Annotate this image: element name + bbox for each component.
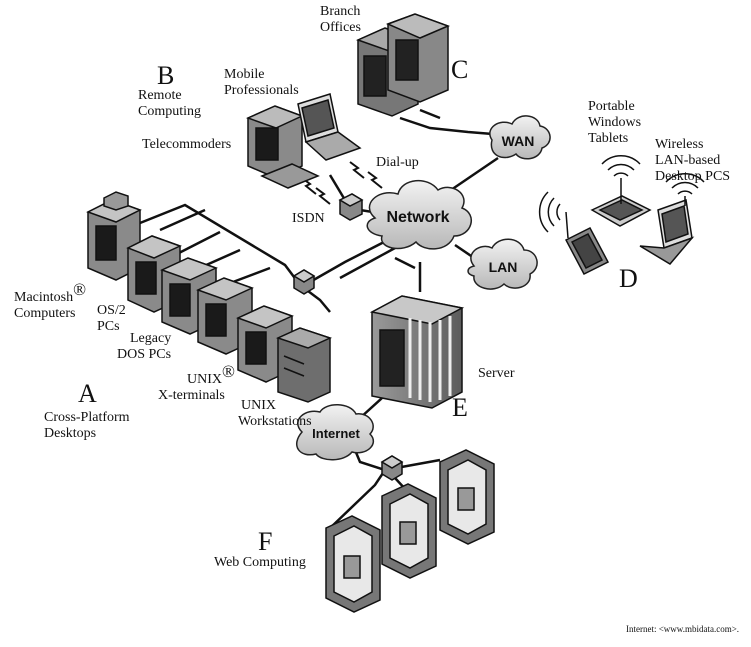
unix-workstations-label: UNIX Workstations [238,398,312,430]
wireless-desktop-line2: LAN-based [655,153,721,168]
letter-c: C [451,55,469,84]
unix-xterm-line2: X-terminals [158,388,225,403]
wan-cloud-label: WAN [502,133,535,149]
mobile-laptop [297,93,362,161]
macintosh-registered-mark: ® [73,280,87,299]
os2-line2: PCs [97,319,120,334]
letter-d: D [619,264,638,293]
web-hub-box [380,455,404,481]
unix-workstation [236,305,333,403]
lan-cloud-label: LAN [489,259,518,275]
letter-f: F [258,527,273,556]
letter-a: A [78,379,97,408]
unix-xterm-line1: UNIX [187,372,222,387]
branch-offices-label: Branch Offices [320,4,361,36]
cross-platform-label: Cross-Platform Desktops [44,410,130,442]
cross-platform-line2: Desktops [44,426,97,441]
dialup-link-icon [349,161,383,189]
cross-platform-line1: Cross-Platform [44,410,130,425]
portable-tablets-line3: Tablets [588,131,629,146]
isdn-hub-box [338,193,364,221]
web-terminal-3 [439,449,495,545]
isdn-label: ISDN [292,211,325,226]
web-computing-label: Web Computing [214,555,306,570]
remote-computing-label: Remote Computing [138,88,201,120]
server-rack [369,295,465,409]
lan-cloud [467,238,538,290]
mobile-professionals-line1: Mobile [224,67,265,82]
wireless-desktop-label: Wireless LAN-based Desktop PCS [655,137,730,185]
portable-tablets-line2: Windows [588,115,642,130]
internet-cloud-label: Internet [312,426,360,441]
remote-computing-line1: Remote [138,88,182,103]
branch-offices-line2: Offices [320,20,361,35]
telecommoder-desktop [245,105,320,189]
macintosh-line1: Macintosh [14,290,74,305]
desktop-hub-box [292,269,316,295]
macintosh-line2: Computers [14,306,76,321]
macintosh-computer [86,191,142,281]
portable-tablets-line1: Portable [588,99,635,114]
network-cloud-label: Network [386,209,449,226]
telecommoders-label: Telecommoders [142,137,232,152]
os2-line1: OS/2 [97,303,126,318]
remote-computing-line2: Computing [138,104,202,119]
legacy-dos-line2: DOS PCs [117,347,172,362]
web-terminal-1 [325,515,381,613]
branch-offices-line1: Branch [320,4,361,19]
branch-office-computers [355,13,451,117]
letter-e: E [452,393,468,422]
macintosh-label: Macintosh® Computers [14,280,87,322]
dialup-label: Dial-up [376,155,419,170]
legacy-dos-line1: Legacy [130,331,172,346]
os2-label: OS/2 PCs [97,303,126,335]
mobile-professionals-label: Mobile Professionals [224,67,299,99]
wan-cloud [489,115,551,160]
source-credit: Internet: <www.mbidata.com>. [626,624,740,634]
unix-registered-mark: ® [222,362,235,381]
mobile-professionals-line2: Professionals [224,83,299,98]
internet-cloud [296,404,375,461]
unix-workstations-line1: UNIX [241,398,276,413]
letter-b: B [157,61,175,90]
portable-tablets-label: Portable Windows Tablets [588,99,641,147]
portable-windows-tablet [590,155,652,227]
unix-xterm-label: UNIX® X-terminals [158,362,235,404]
isdn-link-icon [301,177,331,205]
wireless-desktop-line1: Wireless [655,137,704,152]
wireless-laptop [639,173,705,265]
legacy-dos-label: Legacy DOS PCs [117,331,171,363]
wireless-tablet-left [538,191,610,275]
network-cloud [366,180,472,250]
unix-workstations-line2: Workstations [238,414,312,429]
web-terminal-2 [381,483,437,579]
server-label: Server [478,366,515,381]
wireless-desktop-line3: Desktop PCS [655,169,731,184]
